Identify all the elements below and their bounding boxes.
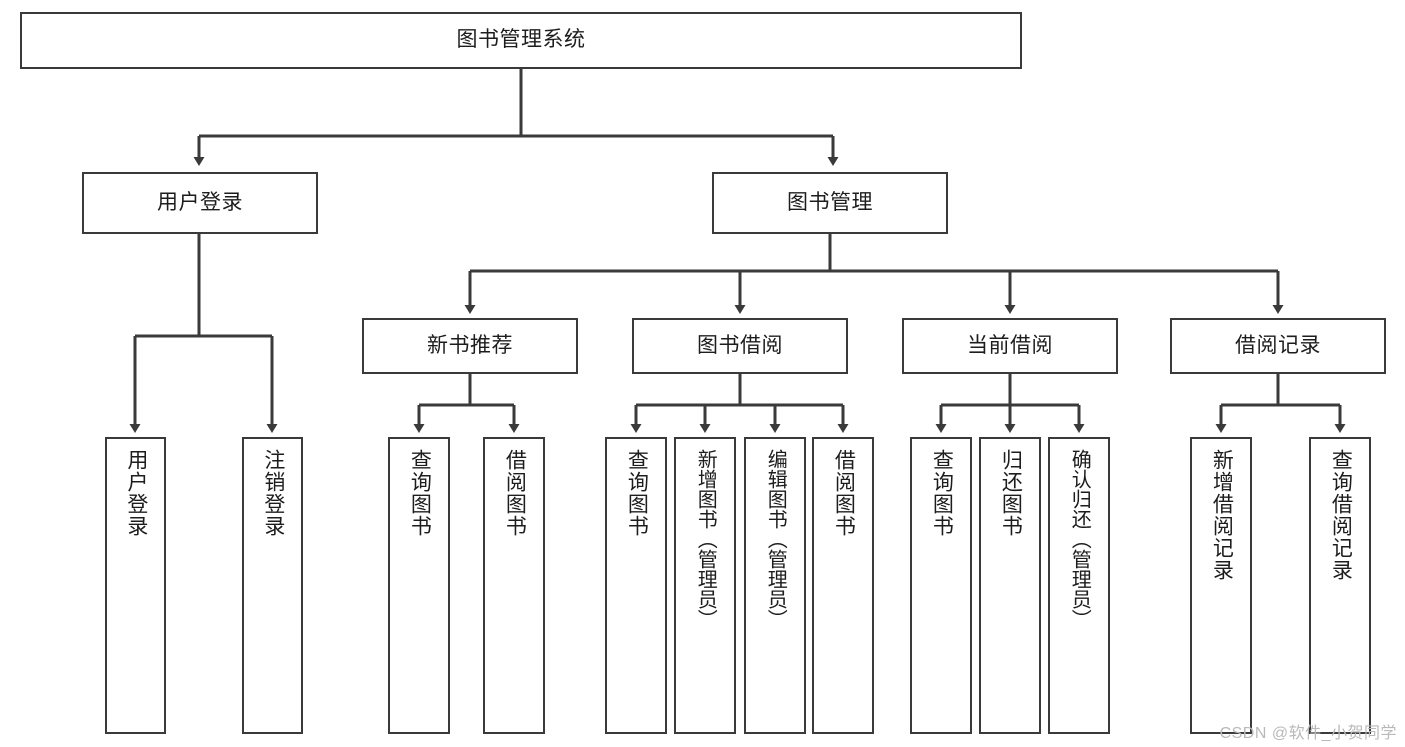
node-label: 查询图书 [625, 449, 649, 537]
node-root-system[interactable]: 图书管理系统 [20, 12, 1022, 69]
node-current-borrow[interactable]: 当前借阅 [902, 318, 1118, 374]
leaf-confirm-return-admin[interactable]: 确认归还（管理员） [1048, 437, 1110, 734]
leaf-edit-book-admin[interactable]: 编辑图书（管理员） [744, 437, 806, 734]
node-user-login[interactable]: 用户登录 [82, 172, 318, 234]
leaf-query-book-borrow[interactable]: 查询图书 [605, 437, 667, 734]
leaf-query-borrow-record[interactable]: 查询借阅记录 [1309, 437, 1371, 734]
node-label: 查询图书 [930, 449, 954, 537]
node-label: 当前借阅 [967, 333, 1053, 357]
leaf-query-book-current[interactable]: 查询图书 [910, 437, 972, 734]
leaf-borrow-book[interactable]: 借阅图书 [812, 437, 874, 734]
watermark-text: CSDN @软件_小贺同学 [1219, 725, 1397, 742]
node-label: 图书管理系统 [456, 28, 586, 52]
node-label: 新增借阅记录 [1210, 449, 1234, 581]
node-label: 借阅记录 [1235, 333, 1321, 357]
node-label: 编辑图书（管理员） [764, 449, 787, 629]
leaf-return-book[interactable]: 归还图书 [979, 437, 1041, 734]
node-new-book-recommend[interactable]: 新书推荐 [362, 318, 578, 374]
leaf-add-book-admin[interactable]: 新增图书（管理员） [674, 437, 736, 734]
node-borrow-record[interactable]: 借阅记录 [1170, 318, 1386, 374]
node-label: 借阅图书 [832, 449, 856, 537]
node-label: 新书推荐 [427, 333, 513, 357]
leaf-user-login[interactable]: 用户登录 [105, 437, 166, 734]
node-label: 借阅图书 [503, 449, 527, 537]
leaf-logout[interactable]: 注销登录 [242, 437, 303, 734]
node-label: 图书借阅 [697, 333, 783, 357]
node-label: 用户登录 [124, 449, 148, 537]
node-label: 归还图书 [999, 449, 1023, 537]
node-label: 确认归还（管理员） [1068, 449, 1091, 629]
node-label: 查询借阅记录 [1329, 449, 1353, 581]
leaf-borrow-book-newbook[interactable]: 借阅图书 [483, 437, 545, 734]
node-label: 查询图书 [408, 449, 432, 537]
node-label: 注销登录 [261, 449, 285, 537]
leaf-query-book-newbook[interactable]: 查询图书 [388, 437, 450, 734]
node-label: 用户登录 [157, 190, 243, 214]
node-label: 图书管理 [787, 190, 873, 214]
node-book-borrow[interactable]: 图书借阅 [632, 318, 848, 374]
node-book-management[interactable]: 图书管理 [712, 172, 948, 234]
node-label: 新增图书（管理员） [694, 449, 717, 629]
leaf-add-borrow-record[interactable]: 新增借阅记录 [1190, 437, 1252, 734]
